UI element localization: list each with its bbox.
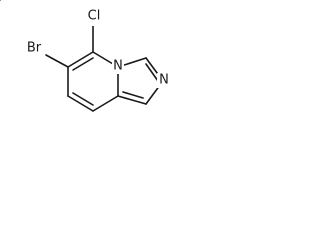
bromine-atom-label: Br (27, 41, 42, 56)
bridgehead-nitrogen-atom-label: N (113, 59, 123, 74)
double-bond-c3-n2 (145, 63, 159, 82)
chlorine-label-bg (84, 9, 103, 26)
bridgehead-nitrogen-label-bg (112, 59, 124, 74)
double-bond-c1-c8a (122, 91, 144, 99)
bond-c8a-c8 (92, 95, 119, 112)
bond-c6-c5 (67, 51, 94, 68)
double-bond-c7-c8 (72, 92, 94, 106)
bond-c1-c8a (117, 95, 147, 105)
imidazole-nitrogen-atom-label: N (159, 73, 169, 88)
bond-c8-c7 (67, 95, 94, 112)
chlorine-atom-label: Cl (88, 9, 101, 24)
bromine-label-bg (24, 42, 45, 59)
double-bond-c6-c5 (72, 57, 94, 71)
imidazole-nitrogen-label-bg (157, 73, 170, 88)
bond-c6-br (45, 54, 69, 68)
chemical-structure-diagram: Cl Br N N (0, 0, 170, 112)
